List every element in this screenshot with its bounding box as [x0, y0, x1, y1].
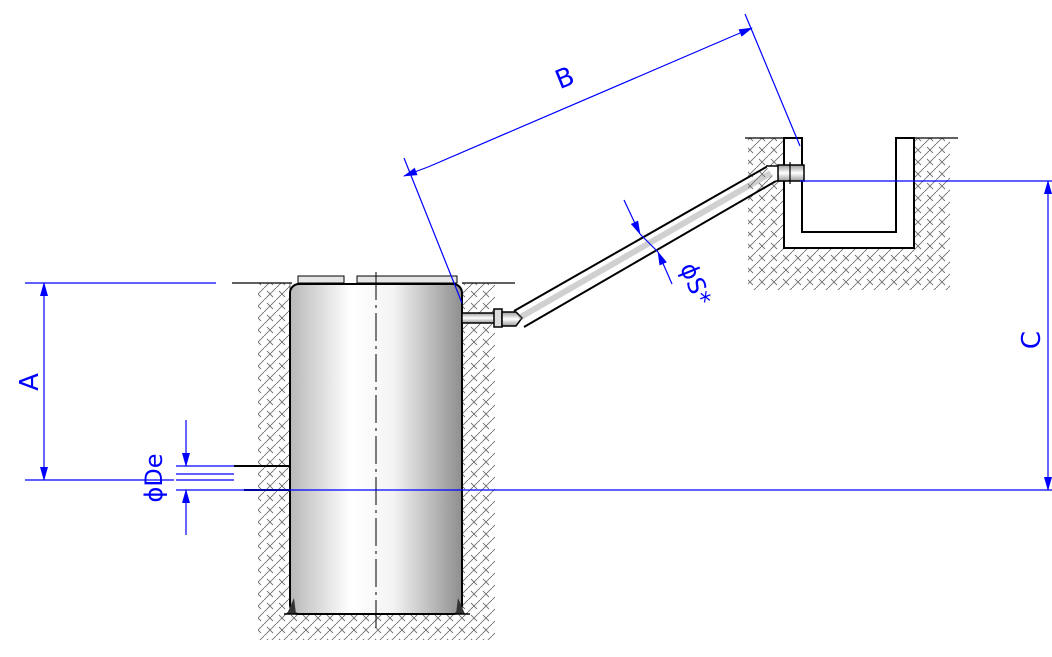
drain-channel	[783, 137, 915, 249]
label-B: B	[551, 61, 579, 95]
drain-pit-soil	[745, 137, 958, 290]
dimension-lines	[25, 13, 1052, 535]
label-S: ϕS*	[674, 259, 716, 309]
tank-body	[284, 283, 470, 615]
label-C: C	[1017, 331, 1047, 349]
label-A: A	[15, 373, 45, 391]
tank-covers	[297, 275, 458, 284]
label-De: ϕDe	[140, 453, 168, 502]
outlet-pipe	[461, 162, 805, 328]
dim-B-line	[427, 35, 734, 168]
